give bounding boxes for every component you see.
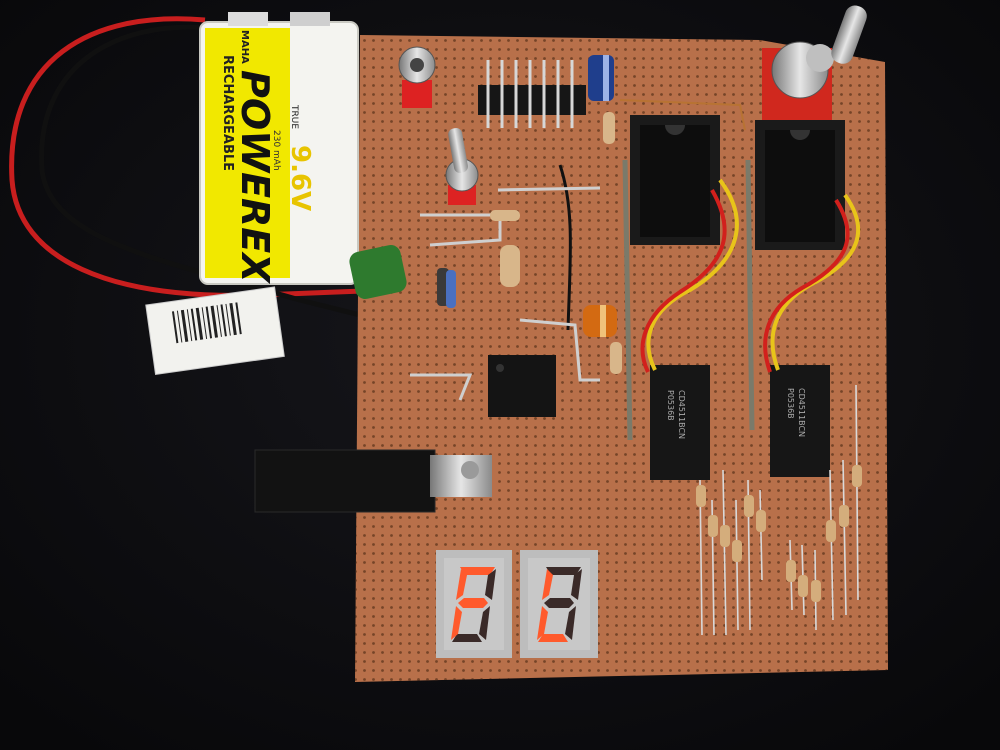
d2-seg-e <box>537 606 548 640</box>
battery-brand-prefix: MAHA <box>239 30 250 64</box>
barcode-sticker <box>145 286 285 375</box>
d2-seg-c <box>565 606 576 640</box>
d1-seg-g <box>458 598 488 608</box>
d1-seg-d <box>452 634 482 642</box>
resistors-upper <box>437 112 622 374</box>
battery-9v: MAHA POWEREX RECHARGEABLE TRUE 9.6V 230 … <box>199 12 359 285</box>
d1-seg-f <box>456 569 467 600</box>
battery-voltage-prefix: TRUE <box>289 104 299 129</box>
seven-segment-display-2 <box>520 550 598 658</box>
audio-jack <box>254 449 492 513</box>
digit1-segments <box>451 567 496 642</box>
d1-seg-e <box>451 606 462 640</box>
d2-seg-g <box>544 598 574 608</box>
display-digit-2-value: L <box>556 666 563 679</box>
toggle-switch-right[interactable] <box>762 3 870 120</box>
capacitor-green <box>349 244 407 300</box>
capacitor-orange <box>583 305 617 337</box>
capacitor-blue <box>588 55 614 101</box>
d1-seg-b <box>485 569 496 600</box>
d2-seg-f <box>542 569 553 600</box>
ic-right-line1: P0536B <box>786 388 795 419</box>
ic-top-right <box>755 120 845 250</box>
d2-seg-d <box>538 634 568 642</box>
ic-right-line2: CD4511BCN <box>797 388 806 437</box>
d1-seg-a <box>460 567 495 575</box>
battery-capacity: 230 mAh <box>271 130 281 171</box>
solder-traces <box>410 99 746 401</box>
battery-type: RECHARGEABLE <box>220 55 235 171</box>
decoder-ic-right: P0536B CD4511BCN <box>770 365 830 477</box>
display-digit-1-value: F <box>471 666 477 679</box>
toggle-switch-left[interactable] <box>398 46 436 108</box>
black-wire <box>39 24 401 328</box>
toggle-switch-middle[interactable] <box>445 127 479 205</box>
red-wire <box>9 16 391 298</box>
ic-8pin <box>488 355 556 417</box>
resistor-array-left <box>696 469 766 636</box>
pin-header <box>478 60 586 128</box>
digit2-segments <box>537 567 582 642</box>
d2-seg-a <box>546 567 581 575</box>
jumper-wires <box>558 159 861 441</box>
ic-left-line1: P0536B <box>666 390 675 421</box>
d2-seg-b <box>571 569 582 600</box>
seven-segment-display-1 <box>436 550 512 658</box>
ic-top-left <box>630 115 720 245</box>
ic-left-line2: CD4511BCN <box>677 390 686 439</box>
decoder-ic-left: P0536B CD4511BCN <box>650 365 710 480</box>
d1-seg-c <box>479 606 490 640</box>
battery-voltage: 9.6V <box>285 145 315 211</box>
resistor-array-right <box>786 384 862 631</box>
battery-brand: POWEREX <box>233 70 277 284</box>
